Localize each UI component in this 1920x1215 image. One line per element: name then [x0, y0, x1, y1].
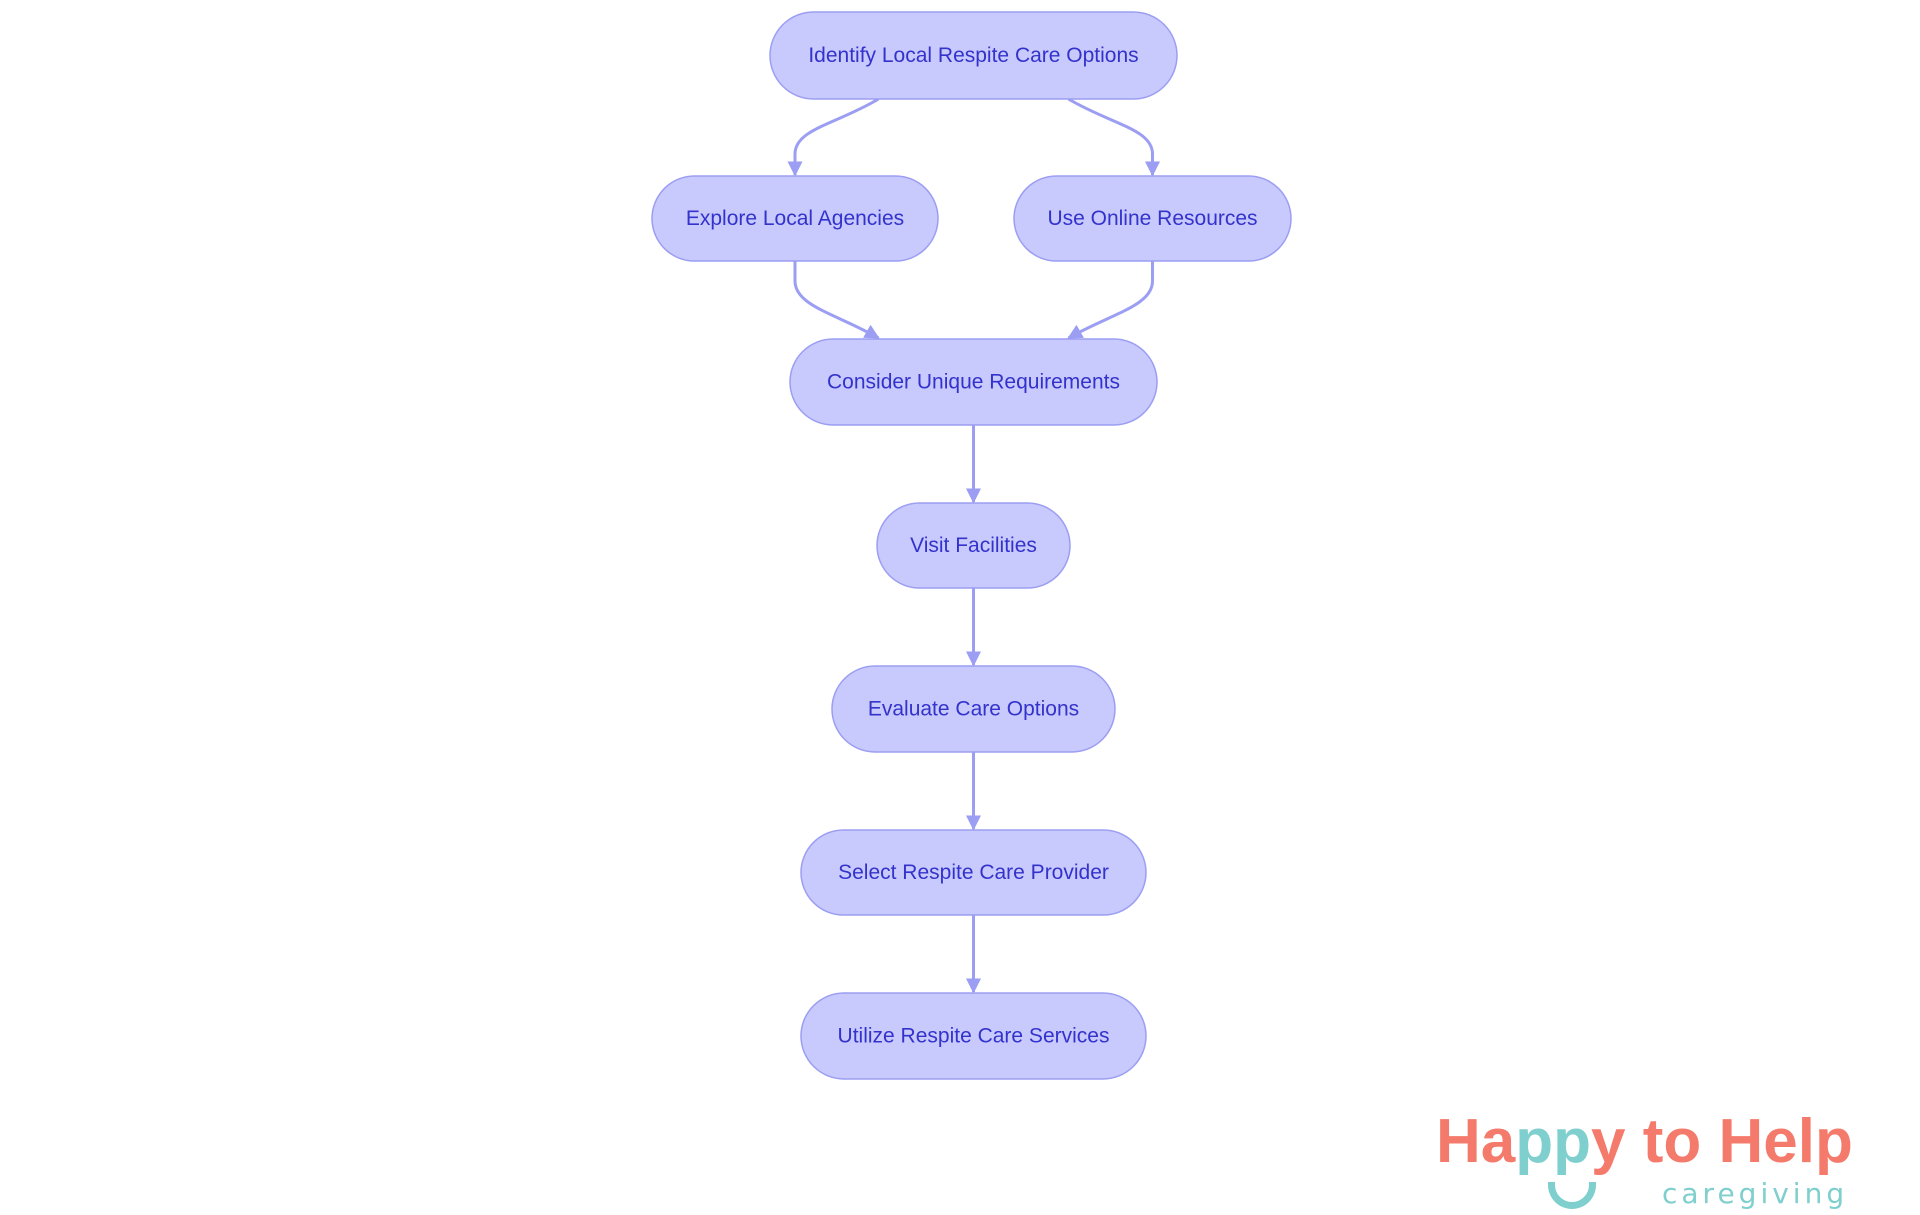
edge-explore-to-consider — [793, 261, 880, 340]
smile-icon — [1548, 1182, 1596, 1209]
edges — [787, 97, 1160, 994]
node-shape — [800, 992, 1147, 1080]
node-shape — [800, 829, 1147, 916]
node-shape — [1013, 175, 1292, 262]
node-identify: Identify Local Respite Care Options — [769, 11, 1178, 100]
happy-to-help-logo: Happy to Help caregiving — [1436, 1110, 1906, 1214]
nodes: Identify Local Respite Care OptionsExplo… — [651, 11, 1292, 1080]
node-label: Explore Local Agencies — [686, 207, 904, 230]
node-label: Select Respite Care Provider — [838, 861, 1109, 884]
node-evaluate: Evaluate Care Options — [831, 665, 1116, 753]
node-label: Utilize Respite Care Services — [838, 1025, 1110, 1048]
node-label: Evaluate Care Options — [868, 698, 1079, 721]
edge-identify-to-explore — [787, 97, 880, 177]
node-shape — [831, 665, 1116, 753]
node-select: Select Respite Care Provider — [800, 829, 1147, 916]
node-label: Identify Local Respite Care Options — [808, 44, 1138, 67]
node-label: Visit Facilities — [910, 534, 1037, 557]
node-label: Consider Unique Requirements — [827, 371, 1120, 394]
node-utilize: Utilize Respite Care Services — [800, 992, 1147, 1080]
node-shape — [876, 502, 1071, 589]
node-shape — [769, 11, 1178, 100]
logo-tagline: caregiving — [1662, 1177, 1849, 1210]
logo-part2: pp — [1515, 1107, 1592, 1176]
node-visit: Visit Facilities — [876, 502, 1071, 589]
node-shape — [651, 175, 939, 262]
node-consider: Consider Unique Requirements — [789, 338, 1158, 426]
logo-wordmark: Happy to Help — [1436, 1110, 1853, 1174]
node-online: Use Online Resources — [1013, 175, 1292, 262]
edge-online-to-consider — [1067, 261, 1154, 340]
logo-part1: Ha — [1436, 1107, 1516, 1176]
logo-part3: y to Help — [1591, 1107, 1853, 1176]
node-shape — [789, 338, 1158, 426]
node-label: Use Online Resources — [1047, 207, 1257, 230]
edge-identify-to-online — [1067, 97, 1160, 177]
node-explore: Explore Local Agencies — [651, 175, 939, 262]
